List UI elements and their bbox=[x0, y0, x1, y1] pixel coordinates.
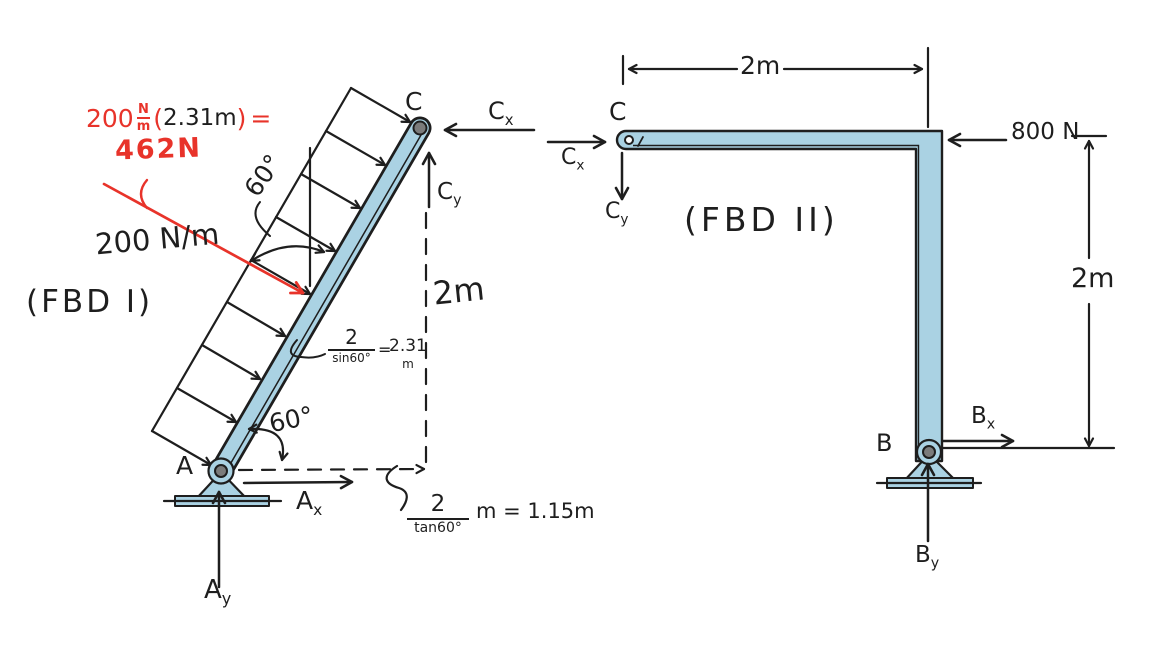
force-label-ay: Ay bbox=[204, 575, 232, 609]
force-label-cy-fbd2: Cy bbox=[605, 199, 629, 228]
base-note-fraction: 2 tan60° bbox=[407, 493, 469, 535]
dim-label-height-fbd1: 2m bbox=[431, 269, 487, 313]
force-label-ax: Ax bbox=[296, 486, 323, 519]
fbd1-angle-marks bbox=[247, 201, 408, 512]
length-note-fraction: 2 sin60° bbox=[328, 327, 375, 364]
red-calc-unit-fraction: N m bbox=[136, 102, 151, 134]
fbd2-support-b bbox=[875, 438, 983, 489]
force-label-cy-fbd1: Cy bbox=[437, 179, 462, 209]
fbd1-title: (FBD I) bbox=[26, 284, 154, 320]
joint-label-c-fbd2: C bbox=[609, 97, 627, 126]
length-note-result: 2.31 m bbox=[389, 336, 427, 371]
red-calc-coeff: 200 bbox=[86, 103, 134, 133]
fbd2-frame bbox=[615, 129, 944, 463]
red-calc-note: 200 N m ( 2.31m ) = bbox=[86, 102, 272, 134]
joint-label-c-fbd1: C bbox=[405, 87, 423, 116]
force-label-800n: 800 N bbox=[1011, 119, 1080, 145]
fbd1-reference-lines bbox=[237, 146, 428, 475]
force-label-cx-fbd2: Cx bbox=[561, 145, 585, 174]
force-label-bx: Bx bbox=[971, 403, 996, 433]
joint-label-b: B bbox=[876, 429, 893, 457]
joint-label-a: A bbox=[176, 451, 194, 480]
fbd2-title: (FBD II) bbox=[684, 200, 839, 239]
red-calc-value: 2.31m bbox=[163, 104, 237, 131]
force-label-by: By bbox=[915, 542, 940, 572]
fbd2-dimensions bbox=[621, 46, 1116, 450]
fbd1-resultant-red bbox=[102, 178, 305, 295]
fbd1-pin-c bbox=[412, 120, 428, 136]
force-label-cx-fbd1: Cx bbox=[488, 97, 514, 129]
ax-arrow bbox=[242, 474, 354, 490]
base-note-result: m = 1.15m bbox=[476, 499, 595, 523]
fbd2-force-arrows bbox=[546, 132, 1015, 543]
red-calc-result: 462N bbox=[114, 132, 203, 167]
fbd1-beam bbox=[209, 116, 432, 483]
fbd1-force-arrows bbox=[211, 122, 536, 589]
dim-label-right-fbd2: 2m bbox=[1071, 263, 1115, 294]
dim-label-top-fbd2: 2m bbox=[740, 51, 781, 80]
fbd2-pin-hole-c bbox=[624, 135, 634, 145]
length-note-equals: = bbox=[378, 340, 392, 359]
